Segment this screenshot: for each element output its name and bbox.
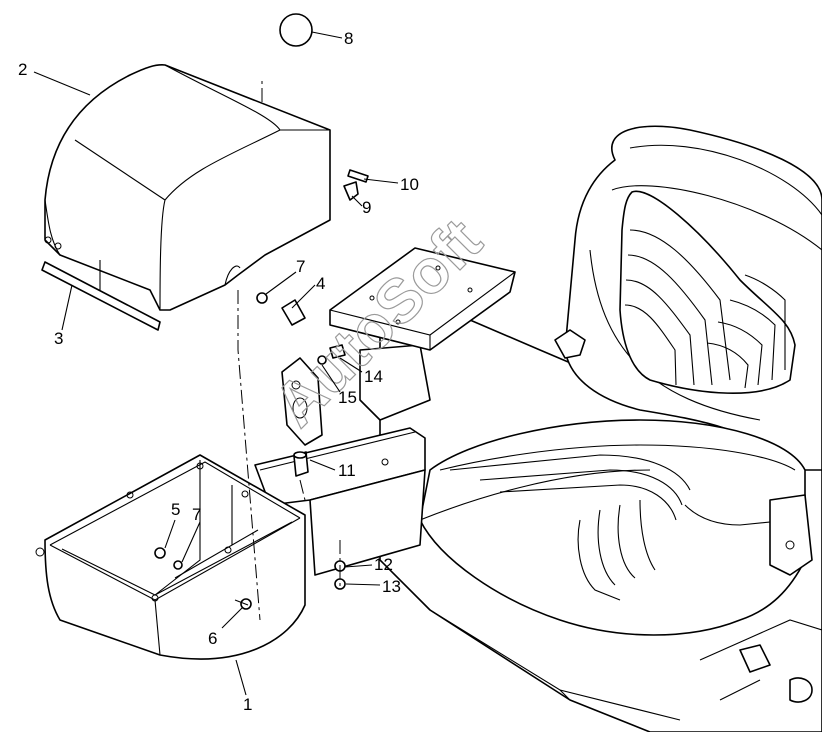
callout-2: 2 bbox=[18, 60, 27, 79]
cover-part-2 bbox=[44, 64, 331, 311]
bracket-part-15 bbox=[281, 357, 323, 446]
callout-15: 15 bbox=[338, 388, 357, 407]
callout-12: 12 bbox=[374, 555, 393, 574]
assembly-lines bbox=[234, 80, 341, 621]
knob-part-8 bbox=[279, 13, 313, 47]
callout-11: 11 bbox=[338, 461, 356, 480]
callout-5: 5 bbox=[171, 500, 180, 519]
callout-4: 4 bbox=[316, 274, 325, 293]
mounting-plate bbox=[329, 247, 516, 351]
leader-lines bbox=[33, 31, 399, 696]
callout-1: 1 bbox=[243, 695, 252, 714]
callout-14: 14 bbox=[364, 367, 383, 386]
callout-7-lower: 7 bbox=[192, 505, 201, 524]
callout-8: 8 bbox=[344, 29, 353, 48]
box-part-1 bbox=[35, 454, 306, 660]
callout-10: 10 bbox=[400, 175, 419, 194]
fasteners-top bbox=[256, 169, 369, 365]
callout-13: 13 bbox=[382, 577, 401, 596]
strip-part-3 bbox=[41, 260, 161, 331]
callout-6: 6 bbox=[208, 629, 217, 648]
callout-9: 9 bbox=[362, 198, 371, 217]
callout-7-upper: 7 bbox=[296, 257, 305, 276]
pin-part-11 bbox=[293, 451, 309, 477]
callout-3: 3 bbox=[54, 329, 63, 348]
callout-labels: 2 3 4 5 6 7 7 8 9 10 11 12 13 14 15 1 bbox=[18, 29, 419, 714]
operator-seat bbox=[359, 125, 822, 732]
